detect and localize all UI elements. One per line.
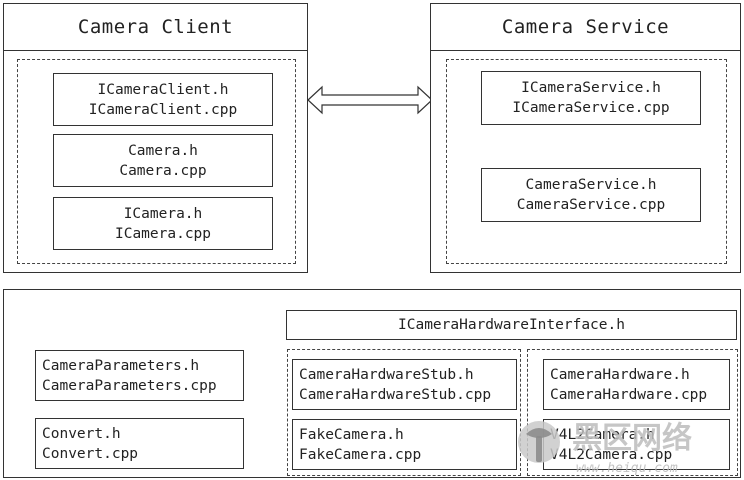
file-box-convert: Convert.h Convert.cpp [35, 418, 244, 469]
file-header-name: CameraParameters.h [42, 357, 200, 374]
file-header-name: ICamera.h [123, 205, 203, 222]
file-source-name: CameraParameters.cpp [42, 377, 217, 394]
file-header-name: CameraHardware.h [550, 366, 690, 383]
file-source-name: Camera.cpp [119, 162, 207, 179]
file-source-name: ICameraClient.cpp [88, 101, 238, 118]
file-source-name: V4L2Camera.cpp [550, 446, 673, 463]
file-header-name: CameraHardwareStub.h [299, 366, 474, 383]
file-box-camerahardwarestub: CameraHardwareStub.h CameraHardwareStub.… [292, 359, 517, 410]
file-source-name: CameraService.cpp [516, 197, 666, 213]
camera-service-title-divider [430, 50, 741, 51]
file-header-name: V4L2Camera.h [550, 426, 655, 443]
camera-client-title-divider [3, 50, 308, 51]
file-box-fakecamera: FakeCamera.h FakeCamera.cpp [292, 419, 517, 470]
file-box-icameraclient: ICameraClient.h ICameraClient.cpp [53, 73, 273, 126]
bidirectional-arrow-icon [307, 85, 433, 115]
file-header-name: ICameraService.h [521, 80, 661, 96]
file-box-camera: Camera.h Camera.cpp [53, 134, 273, 187]
hardware-implementation-group [527, 349, 738, 476]
stub-implementation-group [287, 349, 521, 476]
camera-client-title: Camera Client [77, 16, 234, 38]
file-box-icamera: ICamera.h ICamera.cpp [53, 197, 273, 250]
file-header-name: Camera.h [128, 142, 198, 159]
file-box-v4l2camera: V4L2Camera.h V4L2Camera.cpp [543, 419, 730, 470]
file-header-name: Convert.h [42, 425, 121, 442]
file-source-name: FakeCamera.cpp [299, 446, 422, 463]
file-source-name: CameraHardware.cpp [550, 386, 708, 403]
camera-service-title: Camera Service [501, 16, 670, 38]
camera-client-group [17, 59, 296, 264]
file-box-icameraservice: ICameraService.h ICameraService.cpp [481, 71, 701, 125]
file-header-name: CameraService.h [525, 177, 657, 193]
camera-service-group [446, 59, 727, 264]
interface-box-icamerahardwareinterface: ICameraHardwareInterface.h [286, 310, 737, 340]
file-box-camerahardware: CameraHardware.h CameraHardware.cpp [543, 359, 730, 410]
file-source-name: CameraHardwareStub.cpp [299, 386, 492, 403]
file-box-cameraparameters: CameraParameters.h CameraParameters.cpp [35, 350, 244, 401]
file-source-name: ICameraService.cpp [512, 100, 670, 116]
file-source-name: ICamera.cpp [114, 225, 212, 242]
camera-service-panel [430, 3, 741, 273]
file-box-cameraservice: CameraService.h CameraService.cpp [481, 168, 701, 222]
interface-header-name: ICameraHardwareInterface.h [398, 317, 625, 333]
file-header-name: ICameraClient.h [97, 81, 229, 98]
file-header-name: FakeCamera.h [299, 426, 404, 443]
file-source-name: Convert.cpp [42, 445, 139, 462]
